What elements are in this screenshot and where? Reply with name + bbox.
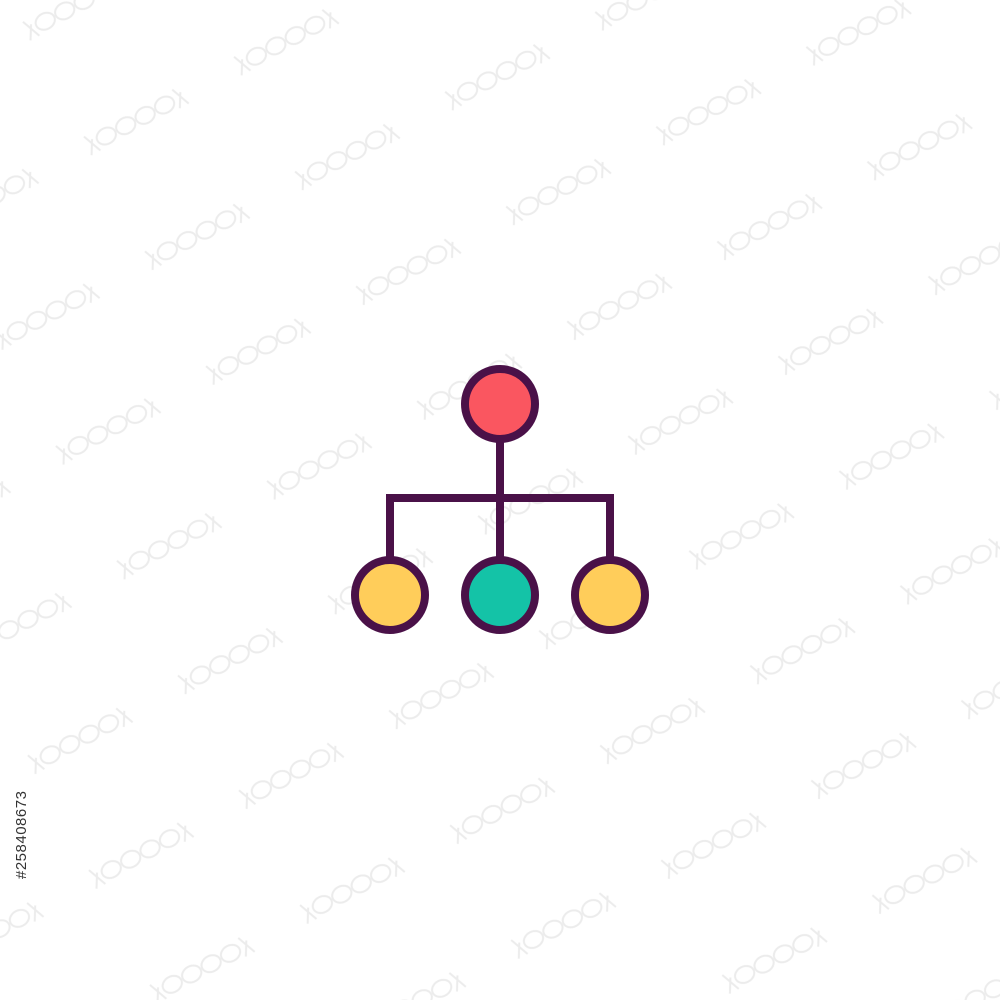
connector-lines [386,438,614,560]
root-node [461,365,539,443]
stock-id-label: #258408673 [13,790,30,880]
child-node-center [461,556,539,634]
child-node-left [351,556,429,634]
child-node-right [571,556,649,634]
